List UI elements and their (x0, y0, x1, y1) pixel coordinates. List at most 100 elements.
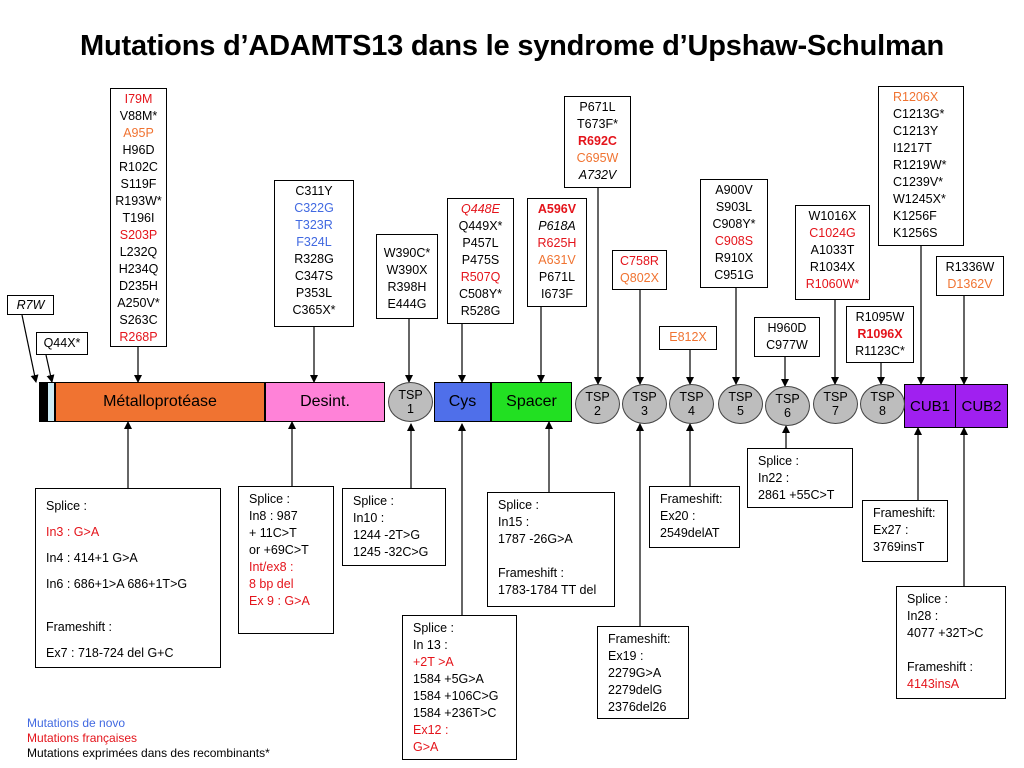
mutation-line: C695W (576, 151, 619, 165)
spacer-line (46, 597, 210, 614)
tsp-label: TSP (775, 392, 800, 406)
mutation-line: A900V (715, 183, 753, 197)
mutation-line: Frameshift : (46, 620, 112, 634)
mutation-line: Q448E (461, 202, 500, 216)
mutation-line: P475S (461, 253, 500, 267)
mutation-line: Frameshift: (873, 506, 936, 520)
mutation-line: V88M* (119, 109, 158, 123)
mutation-line: C1213Y (893, 124, 939, 138)
mutation-line: P353L (295, 286, 333, 300)
mutation-line: T323R (295, 218, 333, 232)
tsp-label: TSP (728, 390, 753, 404)
mutation-line: In22 : (758, 471, 790, 485)
mutation-line: P671L (579, 100, 616, 114)
mutation-line: C1239V* (893, 175, 944, 189)
mutation-line: In3 : G>A (46, 525, 100, 539)
mutation-line: R1206X (893, 90, 939, 104)
mutation-line: Splice : (249, 492, 290, 506)
frameshift-box-cub1: Frameshift:Ex27 :3769insT (862, 500, 948, 562)
signal-segment-black (39, 382, 47, 422)
tsp-label: 6 (784, 406, 791, 420)
mutation-line: Frameshift : (907, 660, 973, 674)
mutation-line: H234Q (118, 262, 159, 276)
mutation-line: R1336W (945, 260, 995, 274)
mutation-line: S203P (119, 228, 158, 242)
mutation-line: W390C* (383, 246, 431, 260)
mutation-line: R328G (294, 252, 334, 266)
mutation-line: Int/ex8 : (249, 560, 294, 574)
cub1-domain: CUB1 (904, 384, 956, 428)
mutation-line: Splice : (907, 592, 948, 606)
mutation-line: C1213G* (893, 107, 945, 121)
mutation-line: A1033T (810, 243, 855, 257)
mutation-line: A250V* (117, 296, 160, 310)
mutation-line: A95P (123, 126, 154, 140)
mutation-line: 1787 -26G>A (498, 532, 573, 546)
legend-recombinant: Mutations exprimées dans des recombinant… (27, 746, 270, 760)
mutation-line: R102C (119, 160, 158, 174)
mutation-line: Splice : (758, 454, 799, 468)
mutation-line: A596V (537, 202, 577, 216)
spacer-line (907, 642, 995, 659)
mutation-line: H96D (122, 143, 155, 157)
mutation-line: C311Y (295, 184, 333, 198)
mutation-line: 4143insA (907, 677, 960, 691)
mutation-line: 4077 +32T>C (907, 626, 984, 640)
mutation-line: R692C (578, 134, 617, 148)
mutation-line: 2279G>A (608, 666, 662, 680)
mutation-line: G>A (413, 740, 439, 754)
mutation-line: Ex 9 : G>A (249, 594, 310, 608)
mutation-line: 2376del26 (608, 700, 667, 714)
mutation-line: R625H (537, 236, 577, 250)
mutation-line: Splice : (353, 494, 394, 508)
mutation-line: Ex19 : (608, 649, 644, 663)
tsp-label: 2 (594, 404, 601, 418)
mutation-line: D1362V (947, 277, 993, 291)
mutation-line: In 13 : (413, 638, 448, 652)
mutation-line: Frameshift: (660, 492, 723, 506)
mutation-line: R193W* (115, 194, 162, 208)
legend-de-novo: Mutations de novo (27, 716, 126, 730)
mutation-line: D235H (119, 279, 158, 293)
tsp-label: 1 (407, 402, 414, 416)
tsp-label: TSP (679, 390, 704, 404)
arrow (21, 314, 39, 383)
mutation-line: Splice : (413, 621, 454, 635)
mutation-line: R268P (119, 330, 158, 344)
mutation-line: C347S (294, 269, 334, 283)
mutation-line: C365X* (292, 303, 336, 317)
tsp-label: TSP (823, 390, 848, 404)
mutation-line: Ex27 : (873, 523, 909, 537)
disintegrin-domain: Desint. (265, 382, 385, 422)
mutation-line: Ex7 : 718-724 del G+C (46, 646, 174, 660)
metalloprotease-domain: Métalloprotéase (55, 382, 265, 422)
tsp-label: 8 (879, 404, 886, 418)
tsp-label: TSP (632, 390, 657, 404)
mutation-line: F324L (296, 235, 332, 249)
tsp-label: 4 (688, 404, 695, 418)
mutation-line: R1096X (857, 327, 903, 341)
mutation-line: R398H (387, 280, 427, 294)
cys-domain: Cys (434, 382, 491, 422)
mutation-box-q44x: Q44X* (36, 332, 88, 355)
tsp-label: TSP (398, 388, 423, 402)
mutation-line: R1219W* (893, 158, 947, 172)
mutation-line: W1016X (808, 209, 857, 223)
mutation-line: S263C (119, 313, 158, 327)
cub2-domain: CUB2 (955, 384, 1008, 428)
